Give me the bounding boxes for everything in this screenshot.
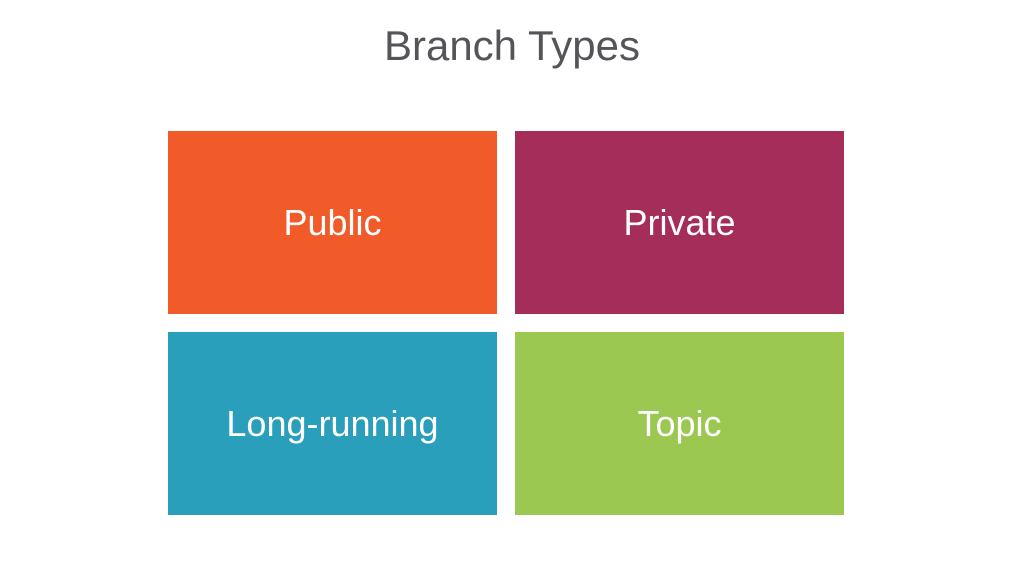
tile-label: Topic — [637, 402, 722, 444]
tile-label: Public — [283, 201, 382, 243]
slide-title: Branch Types — [383, 22, 641, 69]
tile-topic: Topic — [515, 332, 844, 515]
tile-label: Private — [623, 201, 736, 243]
tile-private: Private — [515, 131, 844, 314]
tile-long-running: Long-running — [168, 332, 497, 515]
tile-label: Long-running — [226, 402, 439, 444]
tile-public: Public — [168, 131, 497, 314]
